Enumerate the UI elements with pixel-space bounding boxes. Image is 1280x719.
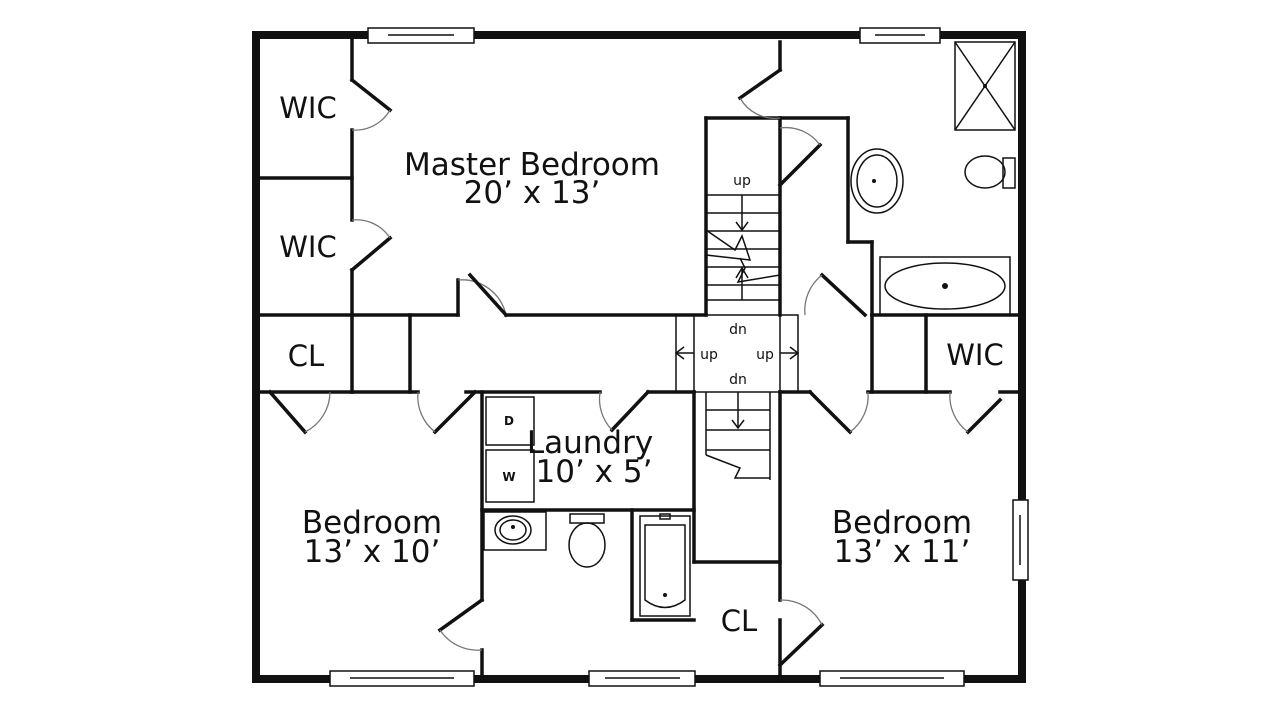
door-swings: [267, 67, 1003, 668]
sink-bowl: [850, 148, 904, 214]
interior-walls: [254, 33, 1024, 681]
toilet: [964, 155, 1006, 189]
dryer: [485, 396, 535, 446]
hall-tub: [639, 515, 691, 617]
laundry-name: Laundry: [527, 425, 653, 461]
master-bedroom-name: Master Bedroom: [404, 147, 660, 183]
bedroom-left-size: 13’ x 10’: [304, 534, 441, 570]
master-bath-fixtures: [850, 41, 1016, 316]
washer: [485, 449, 535, 503]
stair-up-label: up: [733, 173, 751, 189]
landing-dn-top-label: dn: [729, 322, 747, 338]
staircase-upper: [705, 194, 781, 301]
bedroom-right-size: 13’ x 11’: [834, 534, 971, 570]
closet-label-bottom: CL: [721, 604, 757, 638]
master-bedroom-size: 20’ x 13’: [464, 175, 601, 211]
stair-landing: [674, 314, 800, 393]
laundry-size: 10’ x 5’: [536, 454, 653, 490]
laundry-fixtures: [485, 396, 535, 503]
washer-label: W: [502, 470, 515, 484]
bedroom-left-name: Bedroom: [302, 505, 442, 541]
wic-label-right: WIC: [946, 338, 1003, 372]
hall-bath-fixtures: [483, 511, 691, 617]
staircase-lower: [705, 392, 771, 480]
toilet-tank: [569, 513, 605, 524]
windows: [329, 27, 1029, 687]
landing-up-left-label: up: [700, 347, 718, 363]
toilet: [568, 522, 606, 568]
wic-label-top: WIC: [279, 91, 336, 125]
bedroom-right-name: Bedroom: [832, 505, 972, 541]
closet-label-left: CL: [288, 339, 324, 373]
bathtub: [879, 256, 1011, 316]
landing-dn-bottom-label: dn: [729, 372, 747, 388]
dryer-label: D: [504, 414, 514, 428]
wic-label-middle: WIC: [279, 230, 336, 264]
landing-up-right-label: up: [756, 347, 774, 363]
shower: [954, 41, 1016, 131]
vanity: [483, 511, 547, 551]
exterior-wall: [252, 31, 1026, 683]
